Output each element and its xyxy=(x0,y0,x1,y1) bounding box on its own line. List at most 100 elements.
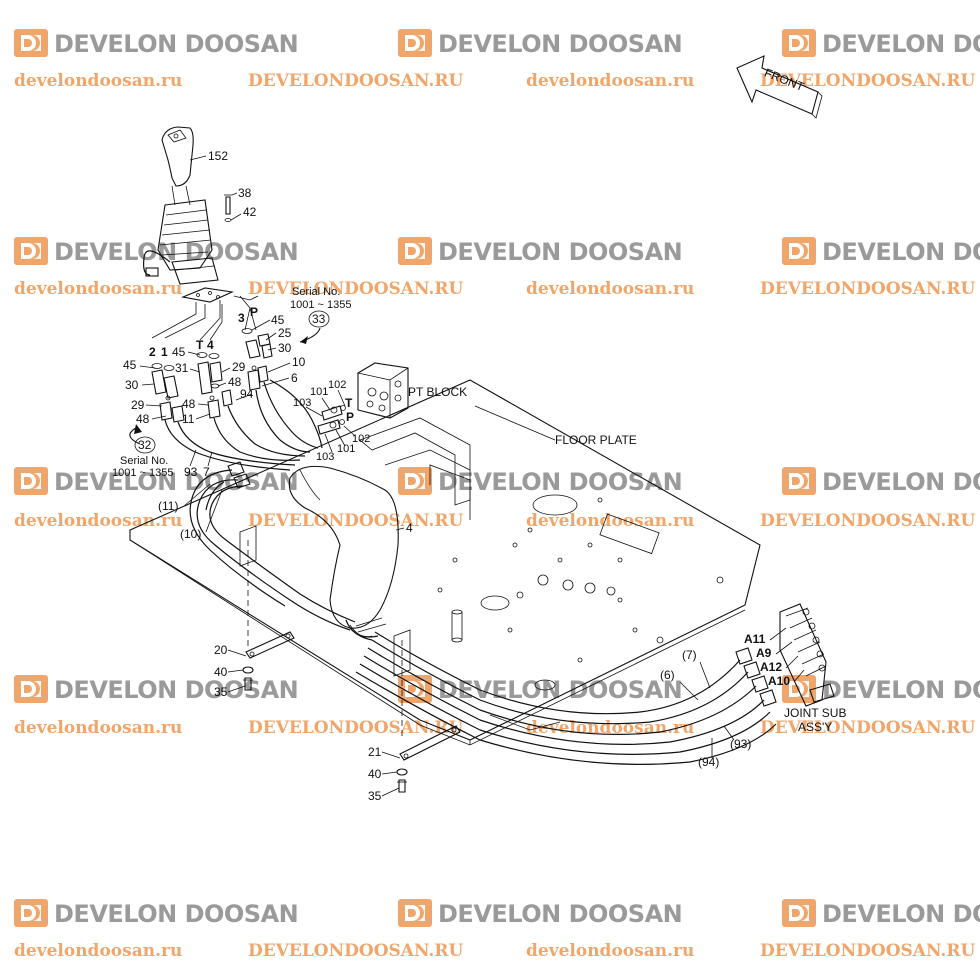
port-p-label: P xyxy=(250,305,258,319)
callout-30: 30 xyxy=(125,378,139,392)
port-t-label: T xyxy=(196,338,204,352)
watermark-url: DEVELONDOOSAN.RU xyxy=(248,941,463,961)
callout-45: 45 xyxy=(172,345,186,359)
brand-logo-icon xyxy=(782,899,816,927)
callout-7: (7) xyxy=(682,648,697,662)
brand-logo-icon xyxy=(14,899,48,927)
watermark-url: develondoosan.ru xyxy=(14,511,182,531)
brand-logo-icon xyxy=(398,29,432,57)
watermark-layer: DEVELON DOOSAN DEVELON DOOSAN DEVELON DO… xyxy=(14,29,980,961)
serial-note-line2: 1001 ~ 1355 xyxy=(112,467,173,479)
watermark-url: DEVELONDOOSAN.RU xyxy=(760,511,975,531)
arrowhead-icon xyxy=(134,424,142,434)
watermark-url: develondoosan.ru xyxy=(14,279,182,299)
watermark-brand: DEVELON DOOSAN xyxy=(822,468,980,496)
watermark-brand: DEVELON DOOSAN xyxy=(438,468,682,496)
callout-circle-32 xyxy=(134,436,156,454)
joint-sub-assembly xyxy=(735,603,835,707)
callout-42: 42 xyxy=(243,205,257,219)
callout-7: 7 xyxy=(203,465,210,479)
port-lead-lines xyxy=(151,295,257,341)
bracket xyxy=(239,525,257,567)
callout-11: (11) xyxy=(158,499,178,513)
brand-logo-icon xyxy=(14,675,48,703)
callout-102: 102 xyxy=(328,379,346,391)
callout-10: (10) xyxy=(180,527,201,541)
watermark-brand: DEVELON DOOSAN xyxy=(54,676,298,704)
watermark-brand: DEVELON DOOSAN xyxy=(438,900,682,928)
callout-29: 29 xyxy=(232,360,246,374)
watermark-url: develondoosan.ru xyxy=(14,941,182,961)
watermark-url: DEVELONDOOSAN.RU xyxy=(248,279,463,299)
port-a10-label: A10 xyxy=(768,674,790,688)
brand-logo-icon xyxy=(782,467,816,495)
pt-block-fittings xyxy=(305,389,356,453)
pt-block xyxy=(357,362,409,419)
brand-logo-icon xyxy=(14,237,48,265)
watermark-url: DEVELONDOOSAN.RU xyxy=(760,71,975,91)
joint-label-line1: JOINT SUB xyxy=(784,706,846,720)
watermark-brand: DEVELON DOOSAN xyxy=(54,900,298,928)
serial-note-line1: Serial No. xyxy=(120,455,168,467)
watermark-brand: DEVELON DOOSAN xyxy=(438,238,682,266)
brand-logo-icon xyxy=(782,237,816,265)
callout-40: 40 xyxy=(214,665,228,679)
leaders-right xyxy=(251,319,277,351)
port-3-label: 3 xyxy=(238,311,245,325)
bolt-38 xyxy=(224,194,232,222)
callout-6: 6 xyxy=(291,371,298,385)
watermark-url: develondoosan.ru xyxy=(14,718,182,738)
callout-45: 45 xyxy=(123,358,137,372)
pilot-hoses xyxy=(164,379,777,765)
watermark-url: develondoosan.ru xyxy=(526,71,694,91)
watermark-brand: DEVELON DOOSAN xyxy=(438,676,682,704)
leaders-fittings xyxy=(139,351,291,420)
watermark-url: develondoosan.ru xyxy=(526,718,694,738)
callout-103: 103 xyxy=(316,451,334,463)
callout-93: (93) xyxy=(730,737,751,751)
callout-152: 152 xyxy=(208,149,228,163)
serial-note-line1: Serial No. xyxy=(292,286,340,298)
watermark-url: DEVELONDOOSAN.RU xyxy=(248,718,463,738)
joystick-plate xyxy=(181,287,234,303)
bolt-leaders xyxy=(230,192,242,221)
plate-ear xyxy=(233,295,259,301)
pt-block-label: PT BLOCK xyxy=(408,385,467,399)
watermark-brand: DEVELON DOOSAN xyxy=(822,238,980,266)
callout-93: 93 xyxy=(184,465,198,479)
callout-21: 21 xyxy=(368,745,382,759)
callout-152-leader xyxy=(189,155,207,161)
callout-6: (6) xyxy=(660,668,675,682)
port-1-label: 1 xyxy=(161,345,168,359)
leaders-20 xyxy=(227,649,247,693)
watermark-brand: DEVELON DOOSAN xyxy=(438,30,682,58)
serial-note-line2: 1001 ~ 1355 xyxy=(290,299,351,311)
hose-protector-sleeve xyxy=(288,465,399,641)
watermark-brand: DEVELON DOOSAN xyxy=(54,468,298,496)
callout-10: 10 xyxy=(292,355,306,369)
floor-plate-leader xyxy=(474,405,556,441)
watermark-brand: DEVELON DOOSAN xyxy=(822,900,980,928)
port-p-label: P xyxy=(346,410,354,424)
callout-35: 35 xyxy=(368,789,382,803)
brand-logo-icon xyxy=(14,467,48,495)
leaders-93-7 xyxy=(189,449,213,467)
callout-20: 20 xyxy=(214,643,228,657)
callout-25: 25 xyxy=(278,326,292,340)
callout-48: 48 xyxy=(136,412,150,426)
callout-48: 48 xyxy=(182,397,196,411)
brand-logo-icon xyxy=(398,899,432,927)
callout-31: 31 xyxy=(175,361,189,375)
arrowhead-icon xyxy=(300,336,308,344)
serial-arrow-icon xyxy=(129,427,141,445)
callout-32: 32 xyxy=(138,438,152,452)
callout-102: 102 xyxy=(352,433,370,445)
brand-logo-icon xyxy=(398,237,432,265)
callout-35: 35 xyxy=(214,685,228,699)
floor-plate-label: FLOOR PLATE xyxy=(555,433,637,447)
joystick-lever xyxy=(143,126,219,285)
leaders-11-10 xyxy=(183,483,223,533)
callout-4: 4 xyxy=(406,521,413,535)
callout-94: (94) xyxy=(698,755,719,769)
